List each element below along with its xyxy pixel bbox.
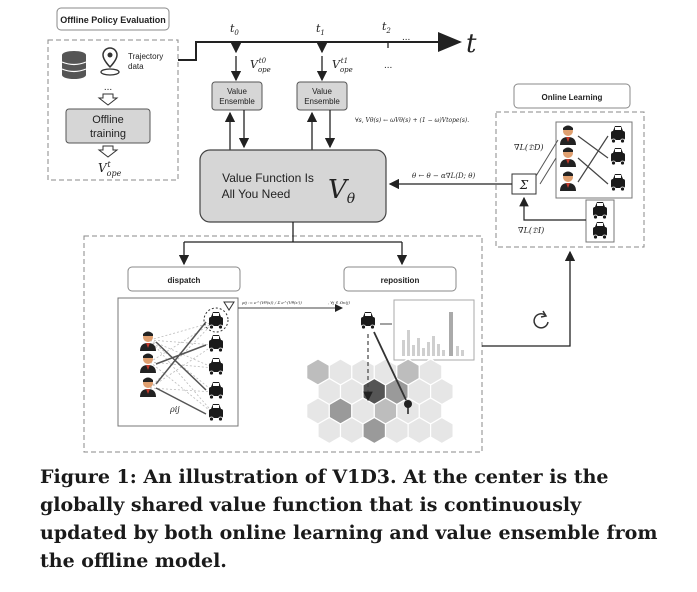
sigma-label: Σ <box>519 178 529 192</box>
value-ensemble-label-1b: Ensemble <box>219 97 255 106</box>
v-ope-t0-label: Vopet0 <box>250 57 271 74</box>
bar-chart-bars <box>402 312 464 356</box>
value-function-label-1: Value Function Is <box>222 171 314 185</box>
timeline-dots-2: ... <box>384 60 392 71</box>
feedback-arrow <box>482 250 576 347</box>
refresh-icon <box>533 310 549 329</box>
trajectory-label-2: data <box>128 62 144 71</box>
value-ensemble-label-1a: Value <box>227 87 247 96</box>
online-learning-box <box>513 83 631 109</box>
ellipsis-label: ... <box>104 82 112 93</box>
offline-training-label-1: Offline <box>92 114 124 126</box>
value-function-box <box>199 149 387 223</box>
location-pin-icon <box>100 47 120 76</box>
rho-label: ρij <box>169 405 180 414</box>
value-ensemble-box-2 <box>296 81 348 111</box>
t1-label: t1 <box>316 22 325 37</box>
timeline-dots: ... <box>402 32 410 43</box>
filter-icon <box>223 301 235 311</box>
offline-policy-evaluation-label: Offline Policy Evaluation <box>60 15 166 25</box>
t0-label: t0 <box>230 22 239 37</box>
reposition-box <box>343 266 457 292</box>
car-icon <box>360 311 376 330</box>
reposition-label: reposition <box>381 276 420 285</box>
environment-region <box>83 235 483 453</box>
update-rule-formula: ∀s, Vθ(s) ← ωVθ(s) + (1 − ω)Vtope(s). <box>355 117 469 124</box>
dispatch-candidate-edges <box>149 321 215 415</box>
v-ope-t-label: Vopet <box>98 160 122 178</box>
v-ope-t1-label: Vopet1 <box>332 57 353 74</box>
down-arrow-icon <box>97 93 119 106</box>
dispatch-formula: ρij := e^(Vθ(s)) / Σ e^(Vθ(s')) <box>241 300 302 305</box>
gradient-rule-formula: θ ← θ − α∇L(D; θ) <box>412 172 475 180</box>
online-learning-label: Online Learning <box>542 93 603 102</box>
hexagon-grid <box>306 358 454 445</box>
t2-label: t2 <box>382 20 391 35</box>
v-theta-label: Vθ <box>328 175 356 207</box>
hexagon-cell <box>362 416 387 445</box>
online-learning-region <box>495 111 645 248</box>
value-ensemble-label-2b: Ensemble <box>304 97 340 106</box>
trajectory-label-1: Trajectory <box>128 52 163 61</box>
hexagon-cell <box>339 416 364 445</box>
grad-r-label: ∇L(𝔇I) <box>518 226 544 235</box>
figure-caption: Figure 1: An illustration of V1D3. At th… <box>40 466 658 572</box>
hexagon-cell <box>430 416 454 445</box>
v1d3-diagram: Offline Policy Evaluation Trajectory dat… <box>47 7 645 453</box>
reposition-path <box>373 331 407 401</box>
dispatch-box <box>127 266 241 292</box>
dispatch-condition: , ∀j ∈ Ωn(j) <box>328 300 350 305</box>
grad-d-label: ∇L(𝔇D) <box>514 143 544 152</box>
offline-training-label-2: training <box>90 128 126 140</box>
dispatch-label: dispatch <box>168 276 201 285</box>
hexagon-cell <box>384 416 409 445</box>
hexagon-cell <box>407 416 432 445</box>
value-ensemble-box-1 <box>211 81 263 111</box>
timeline-t-label: t <box>466 29 477 59</box>
selected-car-circle <box>203 307 229 333</box>
car-icon-group-online <box>610 125 626 192</box>
down-arrow-icon-2 <box>97 145 119 158</box>
offline-training-box <box>65 108 151 144</box>
hexagon-cell <box>317 416 342 445</box>
value-function-label-2: All You Need <box>222 187 291 201</box>
offline-policy-evaluation-box <box>56 7 170 31</box>
offline-region <box>47 39 179 181</box>
database-icon <box>61 51 87 79</box>
timeline-arrow <box>178 32 462 61</box>
dispatch-match-edges <box>155 321 207 415</box>
value-ensemble-label-2a: Value <box>312 87 332 96</box>
